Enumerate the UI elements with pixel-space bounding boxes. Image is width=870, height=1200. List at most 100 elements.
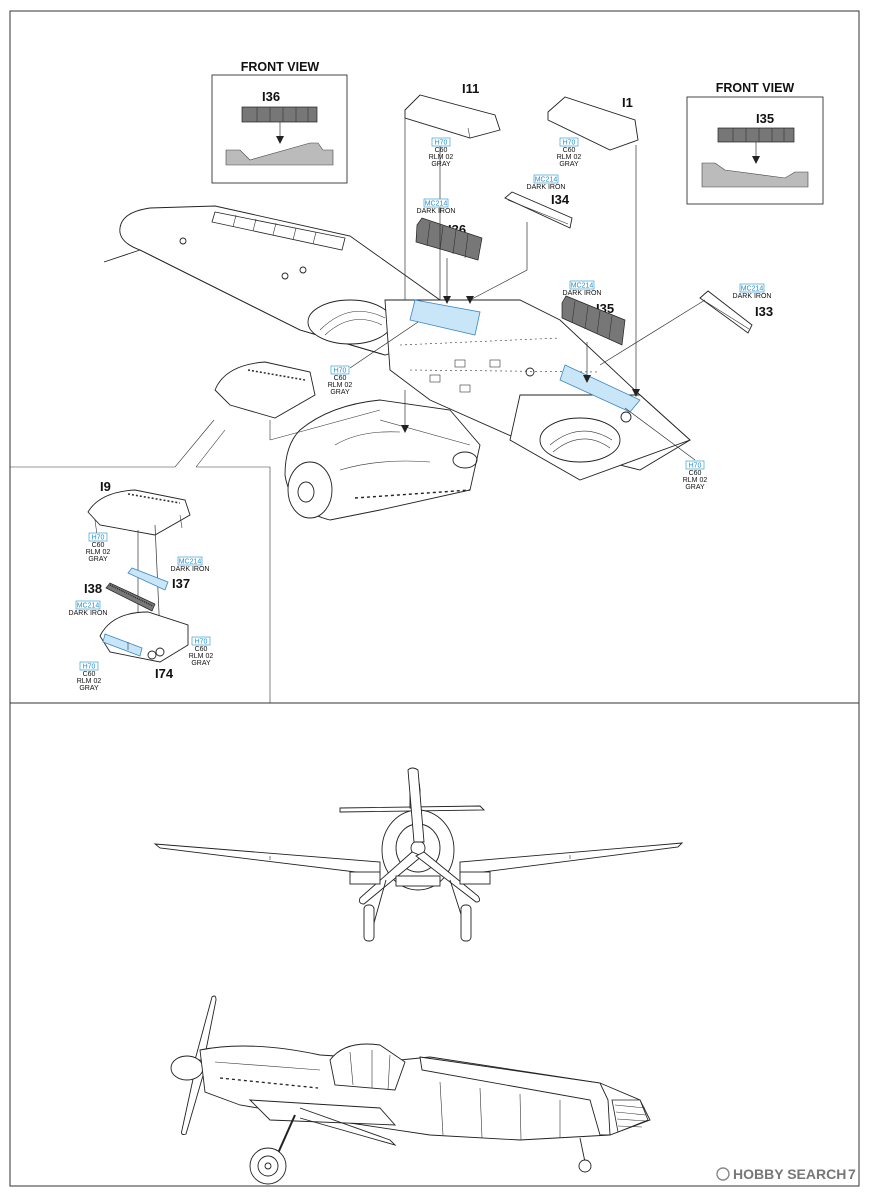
svg-text:RLM 02: RLM 02 <box>328 382 353 389</box>
svg-text:C60: C60 <box>92 542 105 549</box>
svg-text:MC214: MC214 <box>741 286 764 293</box>
front-view-right-title: FRONT VIEW <box>716 81 795 95</box>
right-wheel-well <box>539 417 621 463</box>
paint-callout-i11: H70 C60 RLM 02 GRAY <box>429 137 454 168</box>
aircraft-side-view <box>170 995 651 1185</box>
svg-text:RLM 02: RLM 02 <box>189 653 214 660</box>
svg-text:GRAY: GRAY <box>431 161 451 168</box>
left-radiator-clear <box>409 299 481 336</box>
paint-callout-i74-left: H70 C60 RLM 02 GRAY <box>77 661 102 692</box>
left-wheel-well <box>307 299 393 345</box>
detail-inset-frame <box>10 419 271 703</box>
paint-callout-i33: MC214 DARK IRON <box>733 283 772 300</box>
part-i38-label: I38 <box>84 581 102 596</box>
front-view-left-title: FRONT VIEW <box>241 60 320 74</box>
paint-callout-i9: H70 C60 RLM 02 GRAY <box>86 532 111 563</box>
svg-text:C60: C60 <box>563 147 576 154</box>
svg-text:GRAY: GRAY <box>330 389 350 396</box>
paint-callout-i74-right: H70 C60 RLM 02 GRAY <box>189 636 214 667</box>
front-view-left-part-label: I36 <box>262 89 280 104</box>
svg-text:DARK IRON: DARK IRON <box>417 208 456 215</box>
page-number: 7 <box>848 1166 856 1182</box>
svg-text:RLM 02: RLM 02 <box>683 477 708 484</box>
oil-cooler-cover <box>214 361 316 419</box>
svg-text:MC214: MC214 <box>571 283 594 290</box>
engine-cowl <box>284 399 481 521</box>
part-i11-label: I11 <box>462 81 479 96</box>
svg-text:DARK IRON: DARK IRON <box>171 566 210 573</box>
paint-callout-i35: MC214 DARK IRON <box>563 280 602 297</box>
part-i37-label: I37 <box>172 576 190 591</box>
part-i35: I35 <box>561 295 626 346</box>
svg-text:C60: C60 <box>689 470 702 477</box>
front-view-right-part-label: I35 <box>756 111 774 126</box>
svg-text:DARK IRON: DARK IRON <box>563 290 602 297</box>
watermark-brand: HOBBY SEARCH <box>733 1166 846 1182</box>
svg-text:MC214: MC214 <box>179 559 202 566</box>
part-i9-label: I9 <box>100 479 111 494</box>
svg-text:MC214: MC214 <box>425 201 448 208</box>
paint-callout-i38: MC214 DARK IRON <box>69 600 108 617</box>
part-i33: I33 <box>699 290 773 334</box>
front-view-left-grill <box>241 106 318 123</box>
front-view-left-recess <box>225 142 334 166</box>
svg-text:MC214: MC214 <box>535 177 558 184</box>
hobby-search-watermark: HOBBY SEARCH 7 <box>716 1166 856 1182</box>
svg-text:GRAY: GRAY <box>191 660 211 667</box>
front-view-right-grill <box>717 127 795 143</box>
paint-callout-i37: MC214 DARK IRON <box>171 556 210 573</box>
svg-text:H70: H70 <box>83 664 96 671</box>
part-i33-label: I33 <box>755 304 773 319</box>
part-i34-label: I34 <box>551 192 570 207</box>
wing-assembly <box>103 205 691 521</box>
part-i9 <box>87 489 191 536</box>
svg-text:GRAY: GRAY <box>88 556 108 563</box>
svg-text:RLM 02: RLM 02 <box>429 154 454 161</box>
part-i1-label: I1 <box>622 95 633 110</box>
svg-text:H70: H70 <box>92 535 105 542</box>
front-view-right: FRONT VIEW I35 <box>686 81 824 205</box>
paint-callout-i1: H70 C60 RLM 02 GRAY <box>557 137 582 168</box>
svg-text:H70: H70 <box>195 639 208 646</box>
front-view-right-recess <box>701 162 809 188</box>
svg-text:DARK IRON: DARK IRON <box>733 293 772 300</box>
svg-text:GRAY: GRAY <box>79 685 99 692</box>
svg-text:H70: H70 <box>334 368 347 375</box>
paint-callout-i36: MC214 DARK IRON <box>417 198 456 215</box>
svg-text:C60: C60 <box>83 671 96 678</box>
center-rivets <box>399 337 601 393</box>
rudder-markings <box>611 1099 649 1133</box>
svg-text:DARK IRON: DARK IRON <box>69 610 108 617</box>
svg-text:H70: H70 <box>563 140 576 147</box>
svg-text:C60: C60 <box>435 147 448 154</box>
left-aileron <box>211 211 346 251</box>
svg-text:GRAY: GRAY <box>685 484 705 491</box>
aircraft-front-view <box>153 767 684 942</box>
part-i36: I36 <box>415 217 483 261</box>
svg-text:GRAY: GRAY <box>559 161 579 168</box>
svg-text:RLM 02: RLM 02 <box>557 154 582 161</box>
part-i38: I38 <box>84 581 156 612</box>
svg-text:RLM 02: RLM 02 <box>77 678 102 685</box>
part-i1: I1 <box>547 95 639 151</box>
sheet-border <box>9 10 860 1187</box>
paint-callout-left-radiator: H70 C60 RLM 02 GRAY <box>328 321 419 396</box>
svg-text:RLM 02: RLM 02 <box>86 549 111 556</box>
svg-text:C60: C60 <box>195 646 208 653</box>
inset-detail: I9 H70 C60 RLM 02 GRAY I37 MC214 DARK IR… <box>69 479 214 692</box>
svg-text:MC214: MC214 <box>77 603 100 610</box>
svg-text:H70: H70 <box>435 140 448 147</box>
front-view-left: FRONT VIEW I36 <box>211 60 348 184</box>
part-i74: I74 <box>99 611 189 681</box>
part-i11: I11 <box>404 81 501 139</box>
paint-callout-i34: MC214 DARK IRON <box>527 174 566 191</box>
paint-callout-right-radiator: H70 C60 RLM 02 GRAY <box>624 407 708 491</box>
part-i37: I37 <box>127 567 190 591</box>
part-i34: I34 <box>504 191 573 229</box>
svg-text:DARK IRON: DARK IRON <box>527 184 566 191</box>
assembly-leaders <box>401 118 706 433</box>
part-i74-label: I74 <box>155 666 174 681</box>
svg-text:C60: C60 <box>334 375 347 382</box>
svg-text:H70: H70 <box>689 463 702 470</box>
